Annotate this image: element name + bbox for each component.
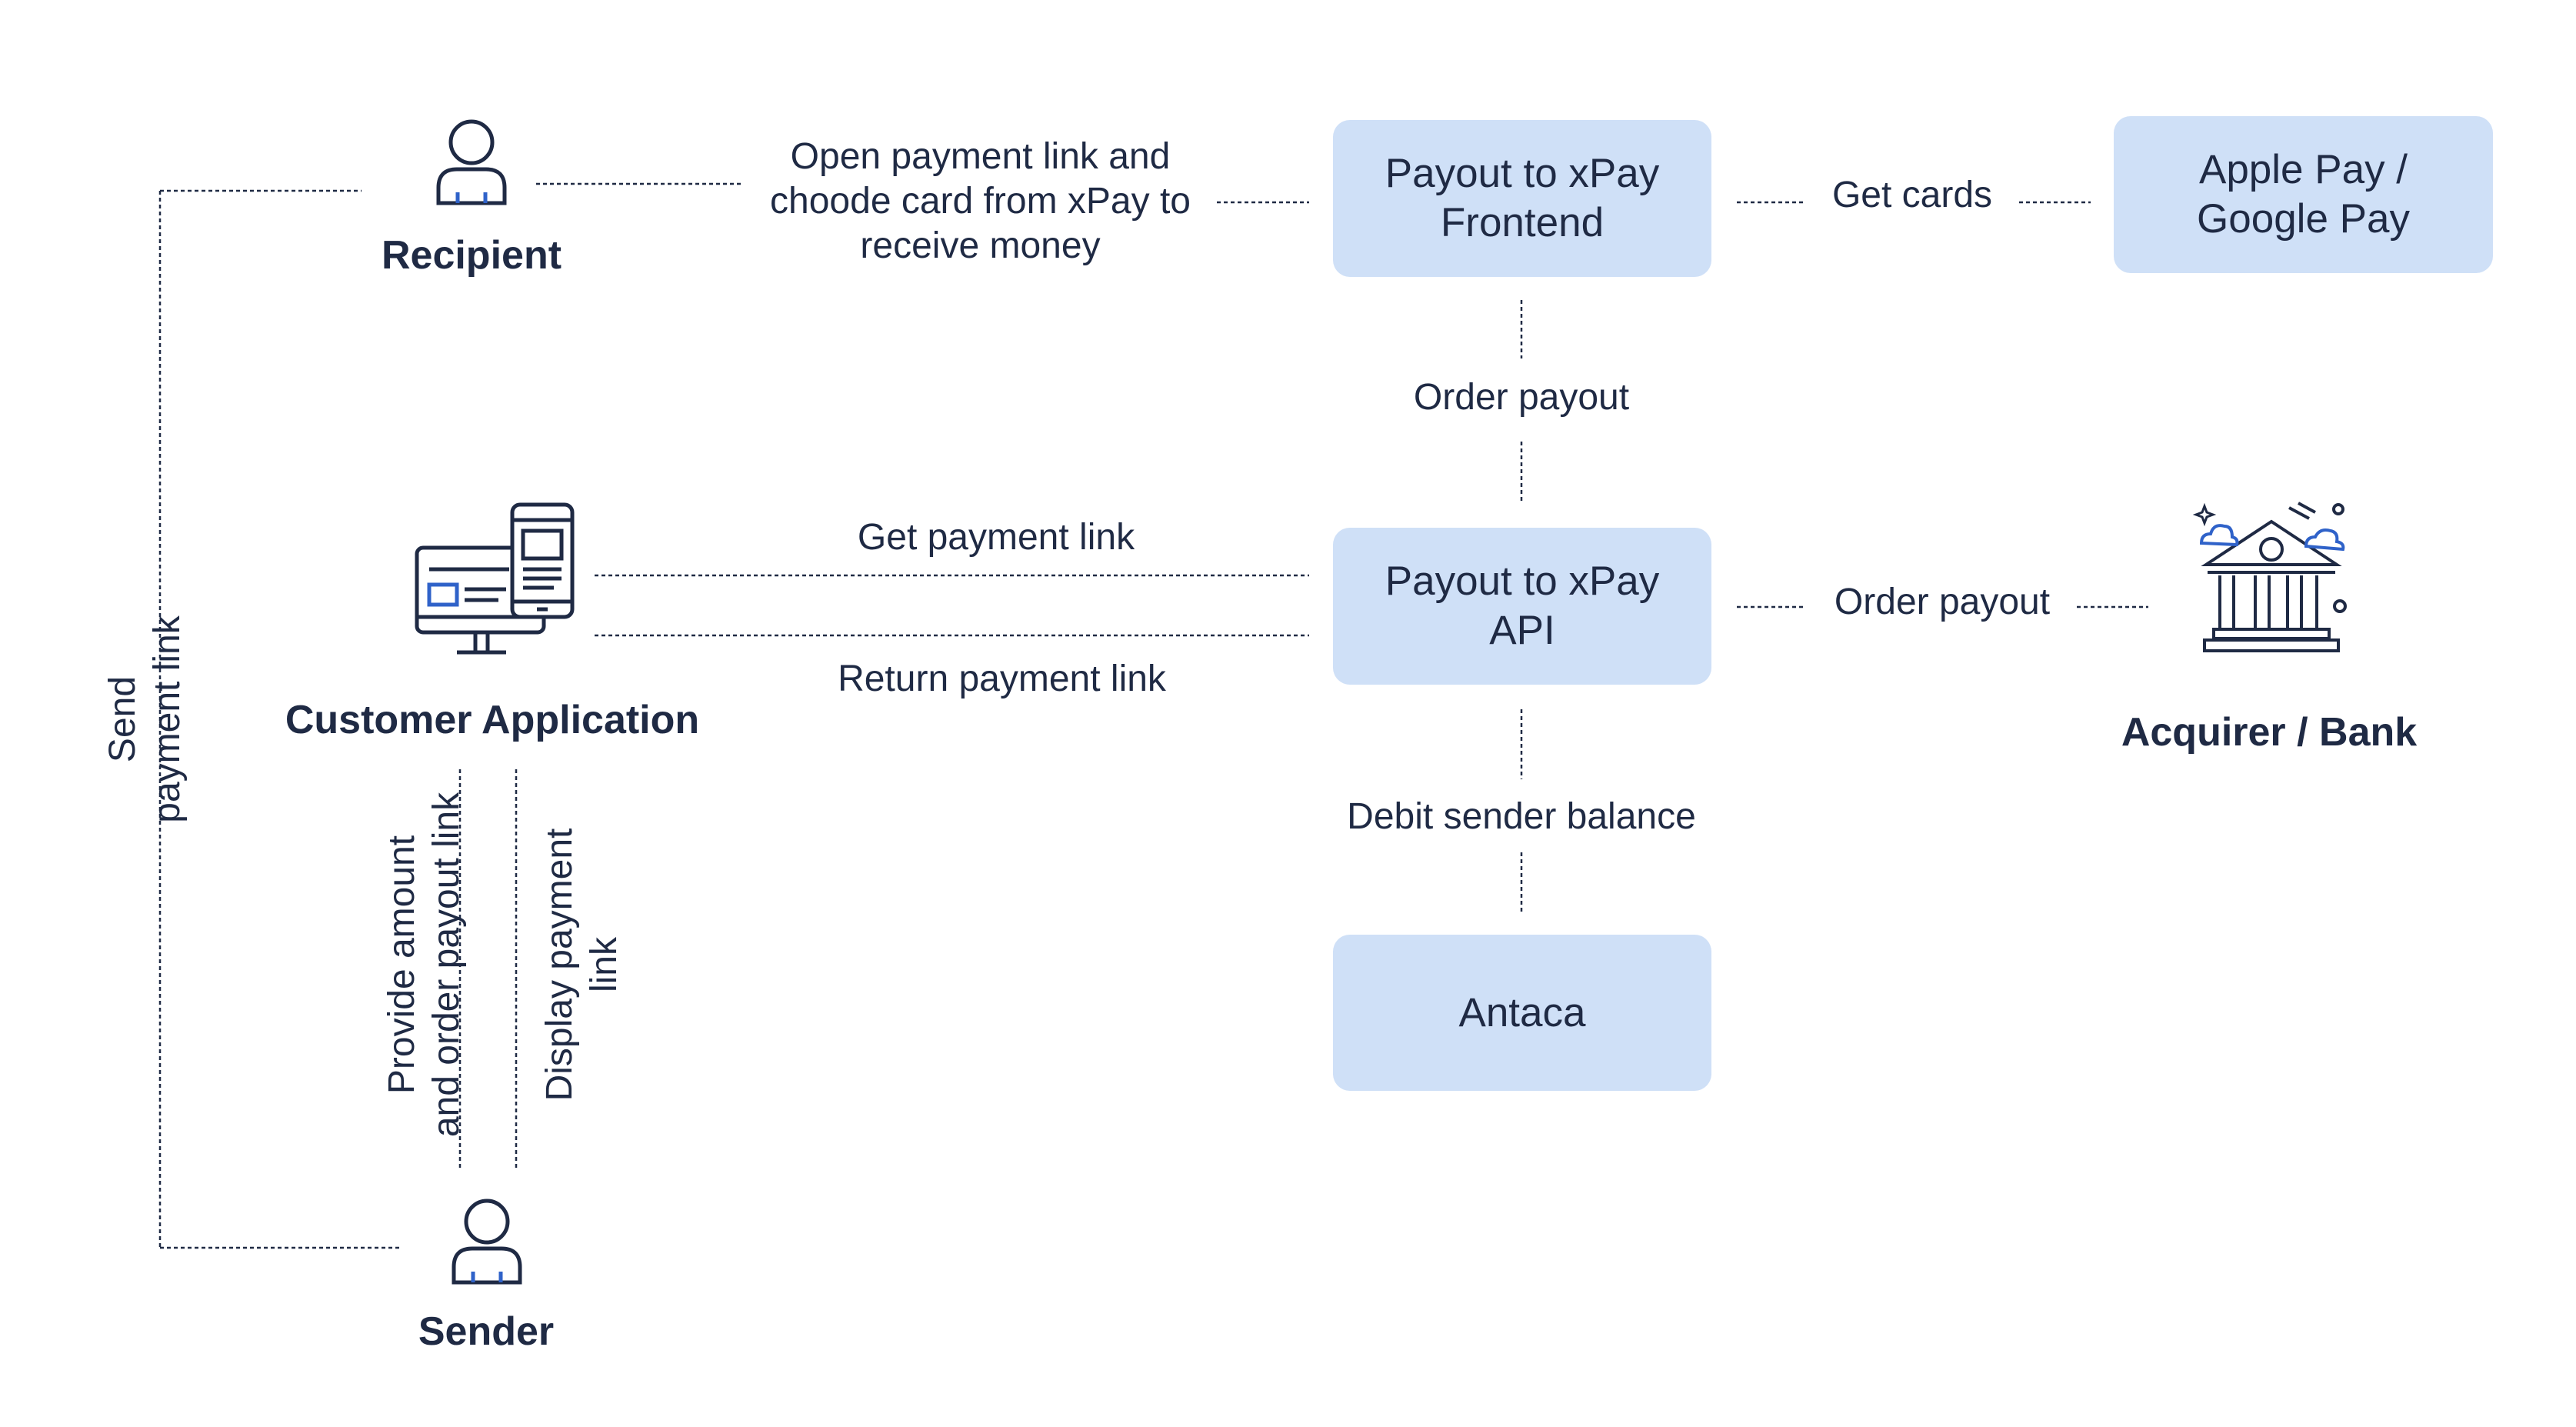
return-payment-link-label: Return payment link — [838, 658, 1166, 699]
debit-sender-balance-label: Debit sender balance — [1347, 796, 1696, 837]
get-cards-label: Get cards — [1831, 175, 1993, 215]
frontend-box: Payout to xPay Frontend — [1333, 120, 1711, 277]
acquirer-bank-name: Acquirer / Bank — [2121, 710, 2418, 755]
recipient-person-icon — [436, 119, 507, 205]
order-payout-bank-label: Order payout — [1834, 582, 2051, 622]
sender-name: Sender — [418, 1309, 555, 1354]
provide-amount-label: Provide amount and order payout link — [382, 792, 467, 1138]
open-link-label: Open payment link and choode card from x… — [770, 136, 1191, 266]
send-payment-link-label: Send payment link — [102, 615, 188, 823]
display-payment-link-label: Display payment link — [539, 828, 625, 1102]
order-payout-vertical-label: Order payout — [1413, 377, 1630, 418]
wallets-box-label: Apple Pay / Google Pay — [2197, 147, 2410, 242]
customer-application-name: Customer Application — [285, 698, 700, 742]
desktop-and-mobile-icon — [415, 502, 575, 655]
api-box-label: Payout to xPay API — [1385, 558, 1660, 653]
recipient-name: Recipient — [381, 233, 562, 278]
wallets-box: Apple Pay / Google Pay — [2114, 116, 2493, 273]
get-payment-link-label: Get payment link — [857, 517, 1135, 558]
api-box: Payout to xPay API — [1333, 528, 1711, 685]
frontend-box-label: Payout to xPay Frontend — [1385, 151, 1660, 245]
sender-person-icon — [452, 1199, 522, 1285]
antaca-box: Antaca — [1333, 935, 1711, 1091]
antaca-box-label: Antaca — [1458, 989, 1586, 1035]
bank-icon — [2192, 502, 2347, 652]
